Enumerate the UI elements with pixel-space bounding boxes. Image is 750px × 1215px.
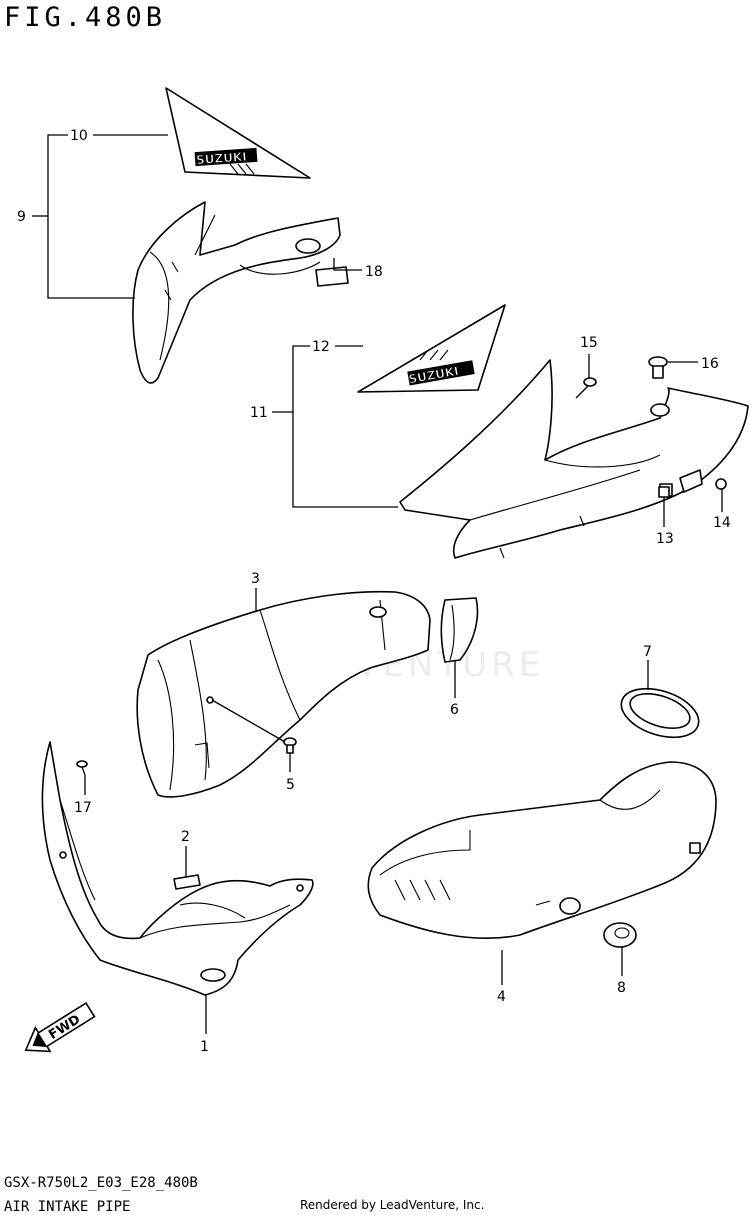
part-6-seal[interactable] [440,597,479,663]
decal-upper-logo: SUZUKI [196,150,247,167]
callout-2: 2 [181,829,190,845]
part-8-grommet[interactable] [603,922,637,948]
callout-1: 1 [200,1039,209,1055]
part-7-gasket[interactable] [615,680,705,747]
part-2-label[interactable] [173,874,201,890]
part-3-air-duct[interactable] [136,590,431,798]
bracket-11 [292,345,398,508]
figure-title: FIG.480B [4,2,167,33]
fwd-arrow-icon: FWD [24,1001,96,1053]
callout-3: 3 [251,571,260,587]
part-5-clip[interactable] [283,737,297,754]
callout-6: 6 [450,702,459,718]
bracket-9 [47,134,135,299]
callout-18: 18 [365,264,383,280]
part-10-decal-upper[interactable]: SUZUKI [165,87,311,179]
part-9-side-cowl-left[interactable] [132,201,341,384]
part-1-inner-cowl[interactable] [41,741,314,996]
part-14-clip[interactable] [715,478,727,490]
callout-5: 5 [286,777,295,793]
callout-9: 9 [17,209,26,225]
callout-12: 12 [312,339,330,355]
leader-18 [333,258,362,271]
callout-17: 17 [74,800,92,816]
part-4-air-duct-rear[interactable] [367,761,717,940]
footer-credit: Rendered by LeadVenture, Inc. [300,1198,485,1212]
footer-code: GSX-R750L2_E03_E28_480B [4,1175,198,1191]
part-17-screw[interactable] [76,760,88,776]
callout-7: 7 [643,644,652,660]
callout-16: 16 [701,356,719,372]
footer-name: AIR INTAKE PIPE [4,1199,131,1215]
leader-5 [211,699,286,743]
part-18-label[interactable] [315,266,349,287]
callout-14: 14 [713,515,731,531]
callout-15: 15 [580,335,598,351]
callout-13: 13 [656,531,674,547]
part-16-nut[interactable] [648,356,668,379]
callout-10: 10 [70,128,88,144]
part-13-grommet[interactable] [658,486,670,498]
part-12-decal-lower[interactable]: SUZUKI [357,304,506,393]
callout-8: 8 [617,980,626,996]
callout-4: 4 [497,989,506,1005]
callout-11: 11 [250,405,268,421]
part-15-screw[interactable] [575,377,597,399]
